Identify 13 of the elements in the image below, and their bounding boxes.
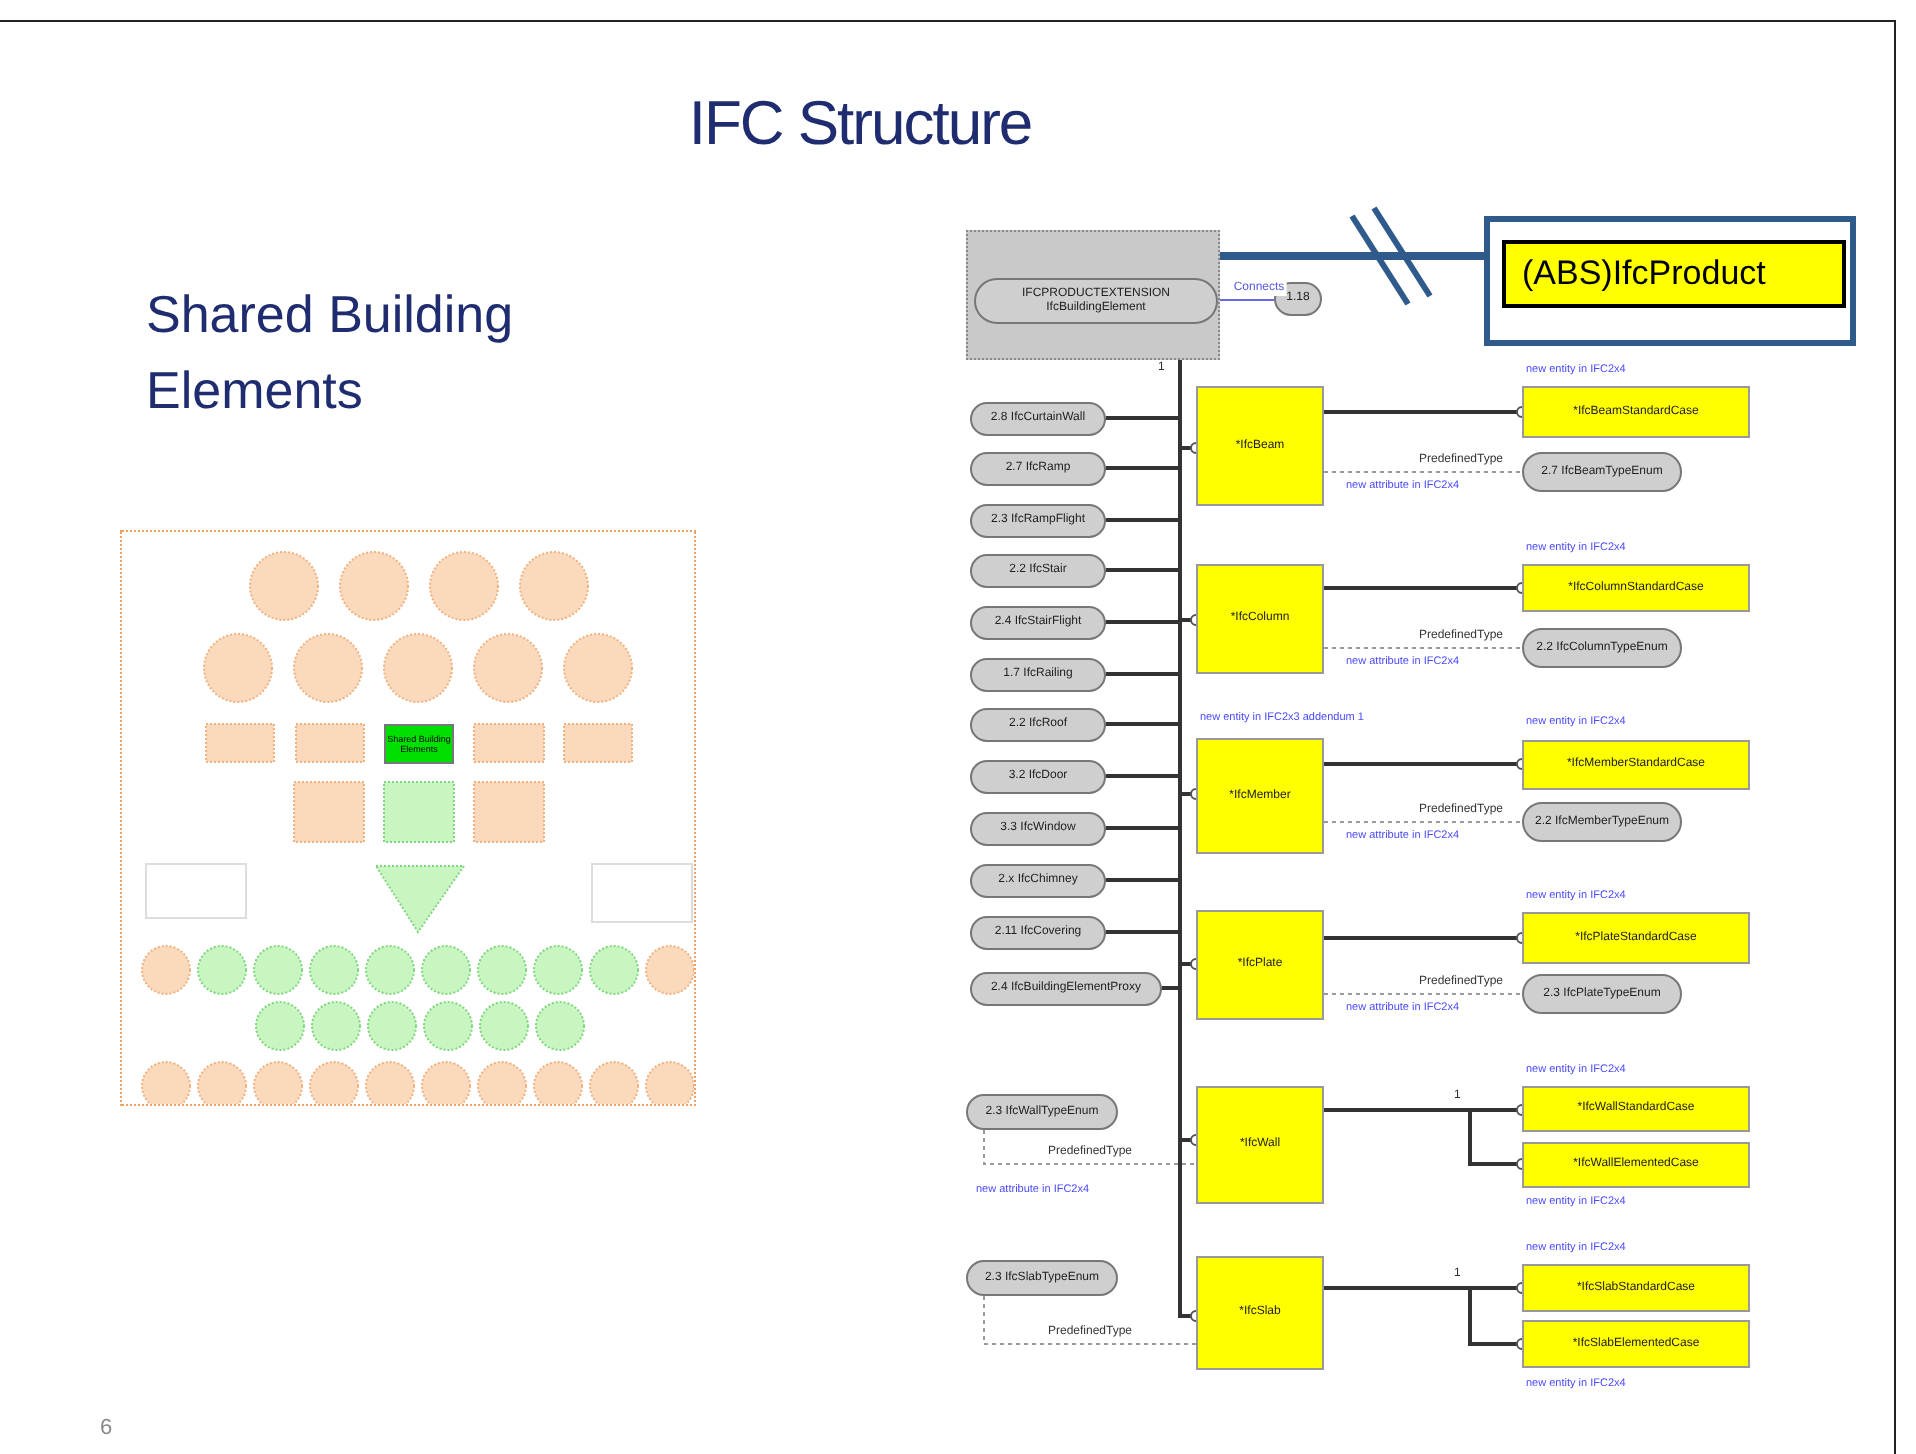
dashed-connector (983, 1295, 1197, 1345)
slide-title: IFC Structure (686, 86, 1034, 162)
slide-heading: Shared Building Elements (146, 282, 516, 424)
page-number: 6 (100, 1414, 113, 1444)
entity-box: (ABS)IfcProduct (1502, 240, 1846, 308)
dashed-connector (1323, 471, 1523, 473)
dashed-connector (1323, 647, 1523, 649)
dashed-connector (1323, 993, 1523, 995)
connector-line (1220, 252, 1484, 260)
group-panel (966, 230, 1220, 360)
highlight-frame (1484, 216, 1856, 346)
dashed-connector (983, 1129, 1197, 1165)
dashed-connector (1323, 821, 1523, 823)
